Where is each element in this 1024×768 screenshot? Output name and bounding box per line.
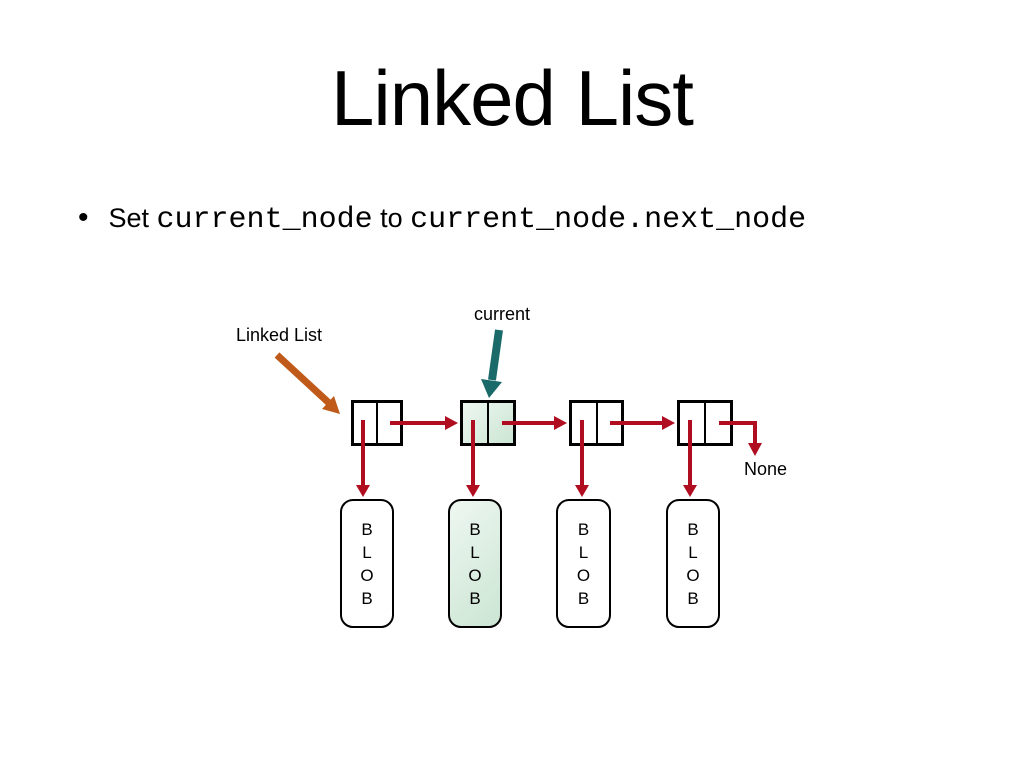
node-next-cell — [487, 403, 513, 443]
node-box-3 — [569, 400, 624, 446]
bullet-marker: • — [78, 201, 89, 234]
blob-box-3: B L O B — [556, 499, 611, 628]
node-value-cell — [463, 403, 487, 443]
blob-label: B L O B — [576, 519, 591, 608]
blob-label: B L O B — [686, 519, 700, 608]
node-value-cell — [680, 403, 704, 443]
node-next-cell — [704, 403, 730, 443]
blob-label: B L O B — [360, 519, 374, 608]
blob-box-4: B L O B — [666, 499, 720, 628]
bullet-text-code: current_node.next_node — [410, 203, 807, 237]
linked-list-head-label: Linked List — [236, 325, 323, 345]
node-value-cell — [572, 403, 596, 443]
current-pointer-label: current — [474, 304, 531, 324]
blob-label: B L O B — [468, 519, 482, 608]
node-box-2-current — [460, 400, 516, 446]
node-next-cell — [376, 403, 400, 443]
node-box-4 — [677, 400, 733, 446]
none-terminator-label: None — [744, 459, 788, 479]
current-pointer-arrow — [481, 329, 503, 398]
node-next-cell — [595, 403, 622, 443]
bullet-text-sans: to — [372, 203, 411, 233]
node-value-cell — [354, 403, 376, 443]
blob-box-2-current: B L O B — [448, 499, 502, 628]
page-title: Linked List — [331, 54, 694, 142]
head-pointer-arrow — [274, 352, 340, 414]
blob-box-1: B L O B — [340, 499, 394, 628]
bullet-line: • Set current_node to current_node.next_… — [78, 201, 807, 238]
bullet-text-sans: Set — [108, 203, 157, 233]
node-box-1 — [351, 400, 403, 446]
bullet-text-code: current_node — [156, 203, 373, 237]
